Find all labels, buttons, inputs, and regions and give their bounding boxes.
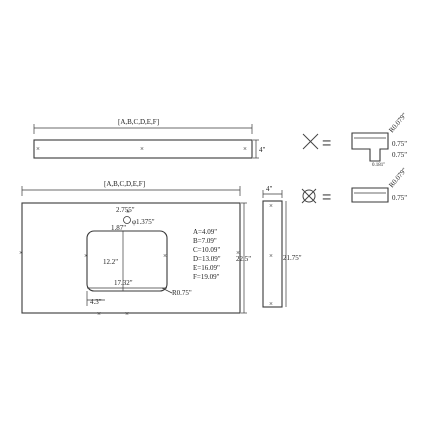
countertop-depth-label: 22.5" [236,255,251,263]
equals-sign: = [322,135,331,152]
faucet-hole-label: φ1.375" [132,218,155,226]
sink-left-offset-label: 4.3" [90,298,102,306]
edge-profile-1 [351,132,389,162]
mounting-mark: × [126,208,130,216]
detail-small-label: 0.181" [372,163,385,168]
countertop-length-label: [A,B,C,D,E,F] [104,180,145,188]
backsplash-outline [33,139,253,159]
mounting-mark: × [125,310,129,318]
detail-radius-1-label: R0.079" [387,111,408,134]
faucet-hole [123,216,131,224]
mounting-mark: × [236,249,240,257]
side-length-label: 21.75" [283,254,302,262]
detail-thickness-1-label: 0.75" [392,140,407,148]
x-mark-icon [302,133,319,150]
size-table: A=4.09" B=7.09" C=10.09" D=13.09" E=16.0… [193,228,221,281]
backsplash-length-label: [A,B,C,D,E,F] [118,118,159,126]
detail-radius-2-label: R0.079" [387,166,408,189]
mounting-mark: × [19,249,23,257]
side-splash: 4" × × × 21.75" [262,185,302,308]
mounting-mark: × [36,145,40,153]
mounting-mark: × [84,252,88,260]
mounting-mark: × [140,145,144,153]
side-splash-outline [262,200,283,308]
equals-sign: = [322,189,331,206]
mounting-mark: × [97,310,101,318]
sink-width-label: 17.32" [114,279,133,287]
size-table-row: B=7.09" [193,237,217,245]
edge-profile-2 [351,187,389,203]
size-table-row: F=19.09" [193,273,220,281]
backsplash-height-label: 4" [259,146,266,154]
countertop-outline [21,202,241,314]
mounting-mark: × [269,300,273,308]
size-table-row: E=16.09" [193,264,220,272]
faucet-to-sink-label: 1.87" [111,224,126,232]
circle-x-mark-icon [302,189,316,203]
side-width-label: 4" [266,185,273,193]
sink-corner-radius-label: R0.75" [172,289,192,297]
size-table-row: A=4.09" [193,228,217,236]
edge-detail-2: = R0.079" 0.75" [301,166,409,206]
sink-depth-label: 12.2" [103,258,118,266]
backsplash-strip: [A,B,C,D,E,F] × × × 4" [33,118,266,159]
mounting-mark: × [163,252,167,260]
sink-cutout [86,230,168,292]
mounting-mark: × [243,145,247,153]
detail-thickness-2-label: 0.75" [392,151,407,159]
countertop-plan: [A,B,C,D,E,F] × × × 22.5" 2.755" φ1.375"… [19,180,251,318]
sink-top-offset-label: 2.755" [116,206,135,214]
corner-radius-leader [161,287,173,294]
mounting-mark: × [269,202,273,210]
size-table-row: D=13.09" [193,255,221,263]
edge-detail-1: = R0.079" 0.75" 0.75" 0.181" [302,111,409,168]
size-table-row: C=10.09" [193,246,220,254]
circle-x-mark-icon [301,188,317,204]
detail-thickness-3-label: 0.75" [392,194,407,202]
mounting-mark: × [269,252,273,260]
